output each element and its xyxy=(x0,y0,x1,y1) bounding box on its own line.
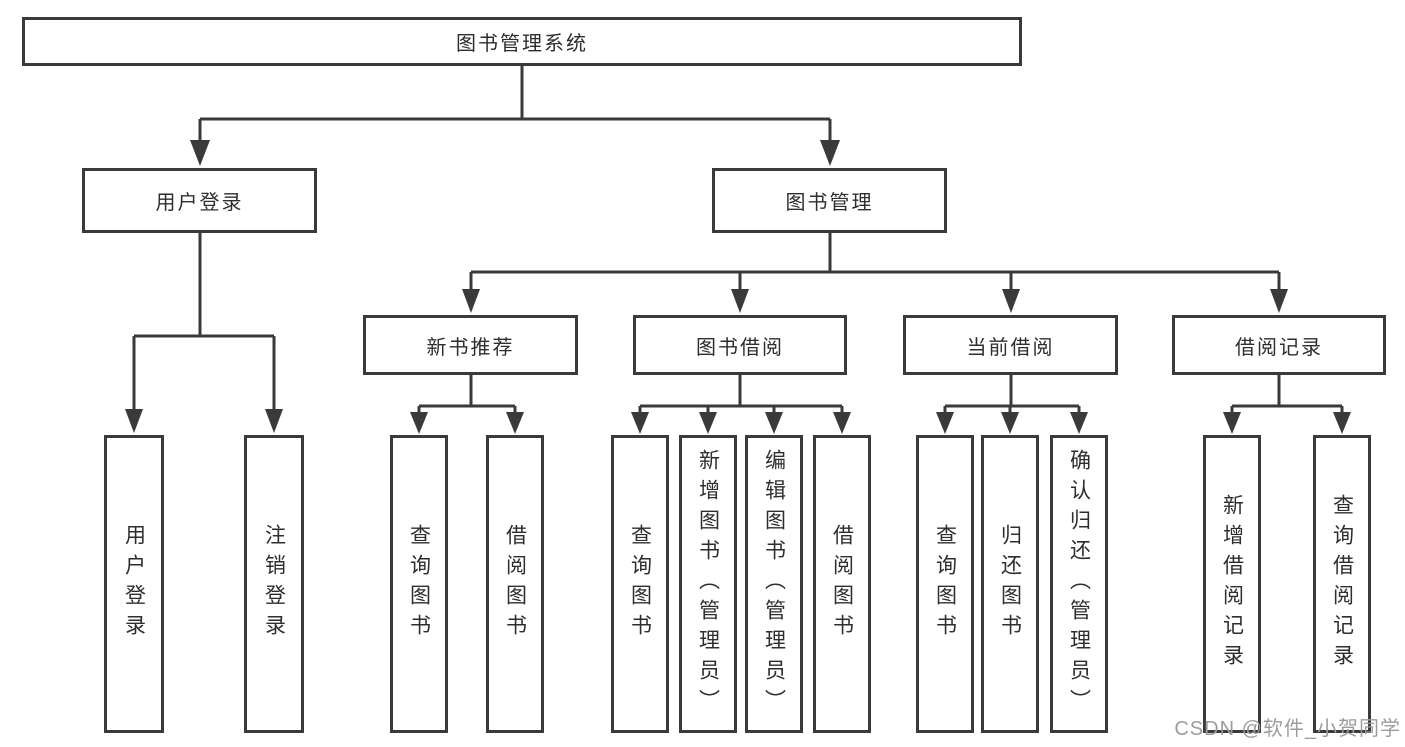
leaf-edit-books-admin: 编辑图书（管理员） xyxy=(745,435,803,733)
leaf-confirm-return-admin: 确认归还（管理员） xyxy=(1050,435,1108,733)
leaf-borrow-books-recommend-label: 借阅图书 xyxy=(503,524,527,644)
node-book-management: 图书管理 xyxy=(712,168,947,233)
leaf-user-login: 用户登录 xyxy=(104,435,164,733)
node-borrowing-records-label: 借阅记录 xyxy=(1235,336,1323,359)
leaf-query-books-current: 查询图书 xyxy=(916,435,974,733)
leaf-return-books-label: 归还图书 xyxy=(998,524,1022,644)
node-book-management-label: 图书管理 xyxy=(785,192,874,214)
node-book-borrowing: 图书借阅 xyxy=(633,315,847,375)
leaf-user-login-label: 用户登录 xyxy=(122,524,146,644)
node-current-borrowing: 当前借阅 xyxy=(903,315,1118,375)
leaf-logout-label: 注销登录 xyxy=(262,524,286,644)
node-new-book-recommendation-label: 新书推荐 xyxy=(426,336,515,359)
csdn-watermark: CSDN @软件_小贺同学 xyxy=(1174,718,1401,740)
leaf-query-borrow-record-label: 查询借阅记录 xyxy=(1330,494,1354,674)
node-user-login: 用户登录 xyxy=(82,168,317,233)
node-root: 图书管理系统 xyxy=(22,17,1022,66)
leaf-confirm-return-admin-label: 确认归还（管理员） xyxy=(1067,449,1091,719)
node-current-borrowing-label: 当前借阅 xyxy=(966,336,1055,359)
leaf-query-books-borrowing: 查询图书 xyxy=(611,435,669,733)
leaf-add-borrow-record: 新增借阅记录 xyxy=(1203,435,1261,733)
leaf-query-books-current-label: 查询图书 xyxy=(933,524,957,644)
node-user-login-label: 用户登录 xyxy=(155,192,244,214)
node-root-label: 图书管理系统 xyxy=(456,33,588,55)
leaf-borrow-books-recommend: 借阅图书 xyxy=(486,435,544,733)
node-book-borrowing-label: 图书借阅 xyxy=(696,336,784,359)
node-new-book-recommendation: 新书推荐 xyxy=(363,315,578,375)
leaf-return-books: 归还图书 xyxy=(981,435,1039,733)
leaf-add-books-admin-label: 新增图书（管理员） xyxy=(696,449,720,719)
leaf-add-books-admin: 新增图书（管理员） xyxy=(679,435,737,733)
leaf-query-books-recommend: 查询图书 xyxy=(390,435,448,733)
leaf-edit-books-admin-label: 编辑图书（管理员） xyxy=(762,449,786,719)
leaf-query-borrow-record: 查询借阅记录 xyxy=(1313,435,1371,733)
node-borrowing-records: 借阅记录 xyxy=(1172,315,1386,375)
leaf-logout: 注销登录 xyxy=(244,435,304,733)
leaf-borrow-books: 借阅图书 xyxy=(813,435,871,733)
leaf-query-books-recommend-label: 查询图书 xyxy=(407,524,431,644)
leaf-borrow-books-label: 借阅图书 xyxy=(830,524,854,644)
leaf-query-books-borrowing-label: 查询图书 xyxy=(628,524,652,644)
leaf-add-borrow-record-label: 新增借阅记录 xyxy=(1220,494,1244,674)
